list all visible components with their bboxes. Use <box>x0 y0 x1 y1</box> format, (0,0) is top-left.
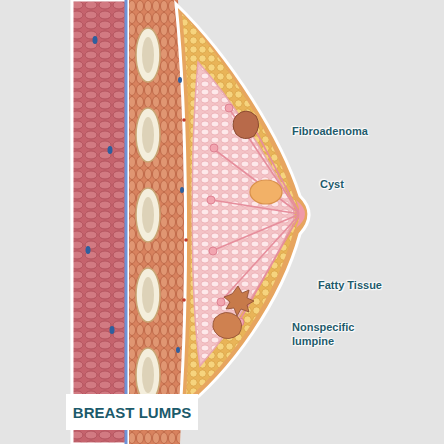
ribs <box>136 28 160 402</box>
rib-marrow <box>142 37 154 393</box>
cyst-lump <box>250 180 282 204</box>
vessels <box>182 118 188 302</box>
milk-ducts <box>212 110 300 320</box>
title-box: BREAST LUMPS <box>66 394 198 430</box>
fibroadenoma-lump <box>233 111 259 139</box>
part-label: Cyst <box>320 177 380 191</box>
fatty-tissue <box>182 14 301 400</box>
pectoral-muscle <box>129 0 184 444</box>
chest-wall <box>72 0 128 444</box>
part-label: Fatty Tissue <box>318 278 408 292</box>
nipple <box>296 200 305 228</box>
part-label: Fibroadenoma <box>292 124 392 138</box>
nonspecific-lump <box>224 286 254 316</box>
vessels <box>86 36 115 414</box>
diagram-title: BREAST LUMPS <box>73 404 191 421</box>
glandular-tissue <box>192 62 294 366</box>
vessels <box>176 77 184 353</box>
breast-skin <box>176 4 309 412</box>
part-label: Nonspecific lumpine <box>292 320 374 348</box>
nonspecific-lump <box>213 312 242 338</box>
membrane-line <box>125 0 128 444</box>
